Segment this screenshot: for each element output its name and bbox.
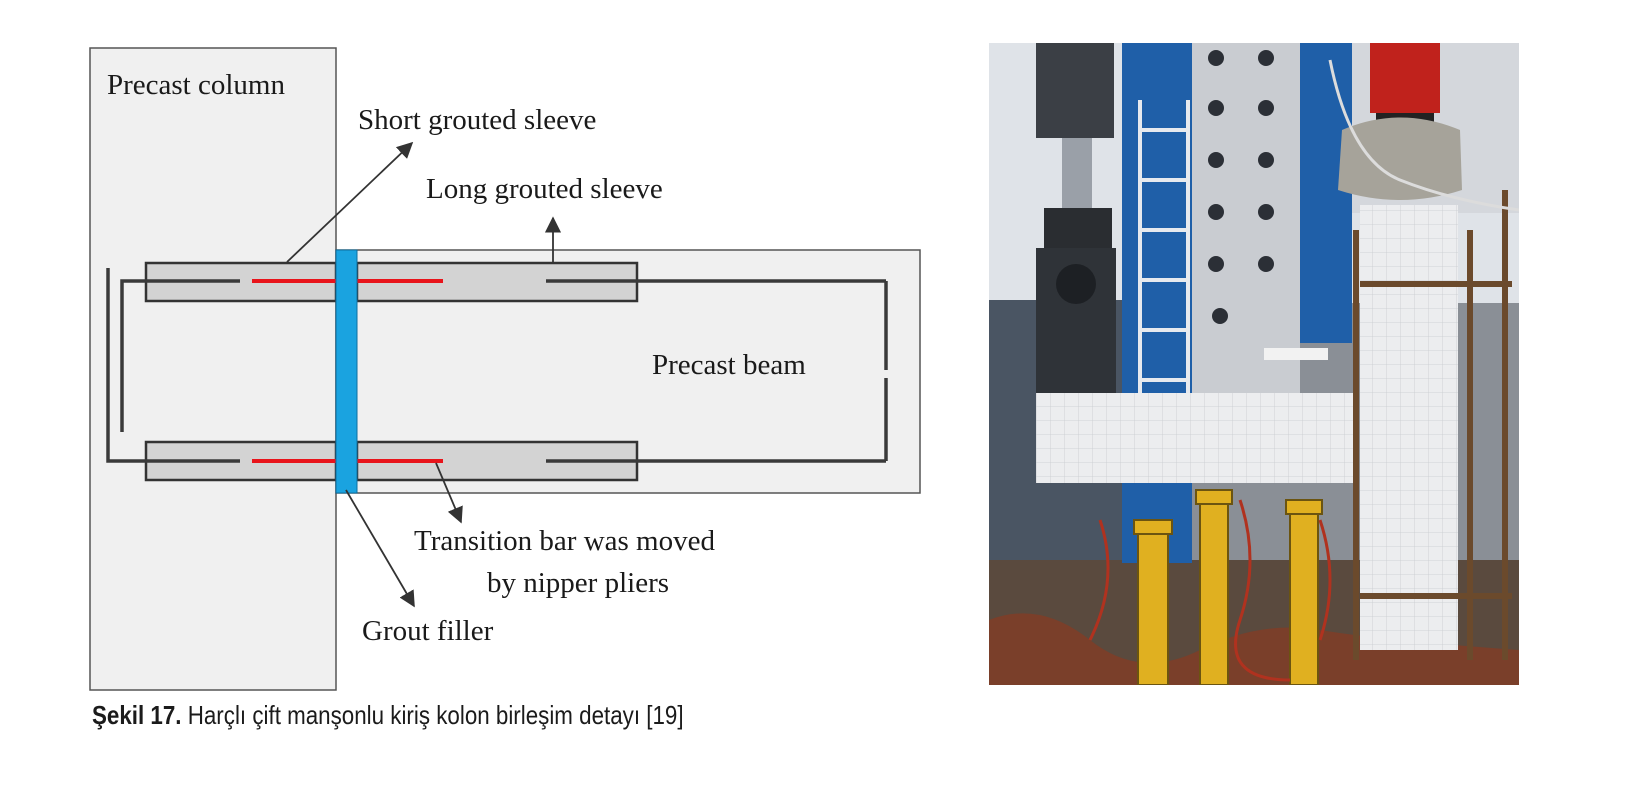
- label-transition-bar-2: by nipper pliers: [487, 567, 669, 599]
- precast-column: [89, 47, 337, 691]
- figure-caption: Şekil 17. Harçlı çift manşonlu kiriş kol…: [92, 700, 684, 731]
- reaction-frame: [1122, 43, 1192, 563]
- rebar-stubs: [106, 268, 888, 463]
- label-grout-filler: Grout filler: [362, 615, 494, 647]
- vertical-actuator: [1338, 43, 1462, 200]
- label-long-sleeve: Long grouted sleeve: [426, 173, 663, 205]
- leader-arrows: [286, 141, 562, 608]
- caption-number: Şekil 17.: [92, 700, 182, 730]
- connection-diagram: Precast column Short grouted sleeve Long…: [89, 47, 921, 691]
- horizontal-actuator: [1036, 43, 1116, 398]
- label-precast-beam: Precast beam: [652, 349, 806, 381]
- test-rig-photo: [989, 43, 1519, 685]
- grout-filler: [335, 249, 358, 494]
- perforated-plate: [1192, 43, 1300, 393]
- caption-text: Harçlı çift manşonlu kiriş kolon birleşi…: [187, 700, 684, 730]
- label-transition-bar-1: Transition bar was moved: [414, 525, 715, 557]
- label-precast-column: Precast column: [107, 69, 285, 101]
- label-short-sleeve: Short grouted sleeve: [358, 104, 596, 136]
- hydraulic-jacks: [1133, 489, 1323, 685]
